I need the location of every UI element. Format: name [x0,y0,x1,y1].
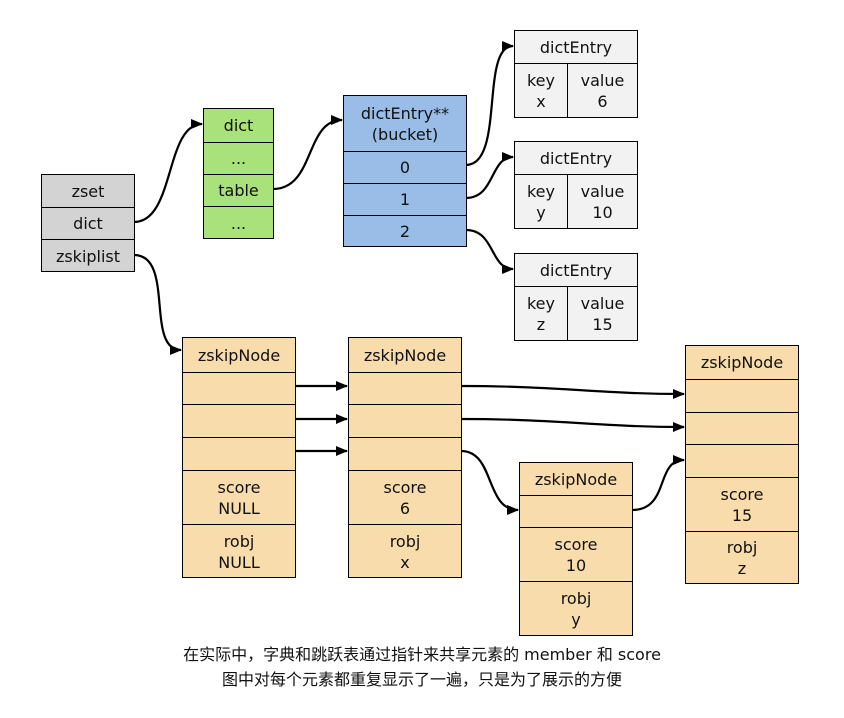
key-value: y [536,203,546,222]
robj-value: z [737,559,747,578]
skip-node-level [349,372,461,404]
arrow-bucket2 [465,228,514,274]
skip-node-score: score NULL [183,470,295,524]
dict-title: dict [223,116,254,135]
value-label: value [580,182,625,201]
score-label: score [720,484,764,504]
dict-entry-title: dictEntry [539,260,613,280]
dict-entry-kv: key x value 6 [515,63,637,118]
dict-entry-value: value 10 [568,175,637,229]
dict-entry-title: dictEntry [539,37,613,57]
arrow-zset-dict [133,119,203,224]
bucket-title-line2: (bucket) [371,124,439,144]
score-value: NULL [218,498,260,518]
arrow-bucket0 [465,41,514,167]
value-label: value [580,71,625,90]
skip-node-robj: robj y [520,581,632,636]
score-label: score [554,534,598,554]
skip-node-score: score 10 [520,527,632,581]
bucket-array: dictEntry** (bucket) 0 1 2 [343,95,467,247]
skip-node-title: zskipNode [534,469,618,489]
robj-label: robj [726,538,758,557]
dict-entry: dictEntry key z value 15 [514,253,638,341]
dict-field-table: table [204,174,273,206]
score-label: score [383,477,427,497]
skip-node-level [520,495,632,527]
skip-node-level [686,444,798,477]
key-value: z [536,315,546,334]
key-label: key [526,182,555,201]
dict-entry-kv: key y value 10 [515,174,637,229]
arrow-zset-zskiplist [133,253,182,355]
skip-node-robj: robj z [686,531,798,584]
skip-node-title: zskipNode [363,345,447,365]
bucket-slot: 0 [344,151,466,183]
robj-value: y [571,610,581,629]
bucket-title-line1: dictEntry** [360,103,450,123]
dict-entry-kv: key z value 15 [515,286,637,341]
dict-entry: dictEntry key y value 10 [514,141,638,229]
arrow-l2-n2-n4 [460,417,685,432]
skip-node-level [183,404,295,437]
value-value: 10 [592,203,613,222]
robj-label: robj [560,589,592,608]
zset-title: zset [71,181,105,201]
robj-label: robj [389,531,421,551]
dict-entry: dictEntry key x value 6 [514,30,638,118]
score-value: 10 [565,555,587,575]
zset-field-dict: dict [42,207,134,239]
key-label: key [526,294,555,313]
arrow-bucket1 [465,152,514,200]
dict-struct: dict ... table ... [203,108,274,239]
caption-line-1: 在实际中，字典和跳跃表通过指针来共享元素的 member 和 score [183,645,661,664]
dict-field-ellipsis: ... [204,142,273,174]
value-label: value [580,294,625,313]
key-label: key [526,71,555,90]
arrow-dict-table [272,115,343,191]
dict-entry-value: value 6 [568,64,637,118]
skip-node: zskipNode score 6 robj x [348,337,462,578]
skip-node-level [686,412,798,444]
robj-value: NULL [218,552,260,572]
skip-node-level [183,372,295,404]
bucket-title: dictEntry** (bucket) [344,96,466,151]
key-value: x [536,92,546,111]
score-value: 6 [399,498,411,518]
skip-node-score: score 6 [349,470,461,524]
skip-node-title: zskipNode [700,353,784,372]
skip-node-level [349,437,461,470]
score-value: 15 [731,505,753,525]
dict-entry-title: dictEntry [539,148,613,168]
robj-label: robj [223,531,255,551]
skip-node-score: score 15 [686,477,798,531]
arrow-l1-n2-n3 [460,449,519,515]
dict-entry-key: key x [515,64,568,118]
skip-node-robj: robj x [349,524,461,578]
dict-field-ellipsis: ... [204,206,273,239]
skip-node-level [183,437,295,470]
bucket-slot: 1 [344,183,466,215]
skip-node-level [349,404,461,437]
skip-node-level [686,379,798,412]
arrow-l3-n2-n4 [460,384,685,399]
value-value: 6 [597,92,608,111]
skip-node-robj: robj NULL [183,524,295,578]
dict-entry-key: key y [515,175,568,229]
zset-field-zskiplist: zskiplist [42,239,134,272]
skip-node-title: zskipNode [197,345,281,365]
score-label: score [217,477,261,497]
skip-node: zskipNode score 10 robj y [519,462,633,636]
arrow-l1-n3-n4 [631,455,685,512]
skip-node: zskipNode score 15 robj z [685,345,799,584]
caption-line-2: 图中对每个元素都重复显示了一遍，只是为了展示的方便 [221,670,622,689]
dict-entry-value: value 15 [568,287,637,341]
bucket-slot: 2 [344,215,466,247]
dict-entry-key: key z [515,287,568,341]
skip-node-header: zskipNode score NULL robj NULL [182,337,296,578]
robj-value: x [400,552,410,572]
value-value: 15 [592,315,613,334]
zset-struct: zset dict zskiplist [41,174,135,272]
